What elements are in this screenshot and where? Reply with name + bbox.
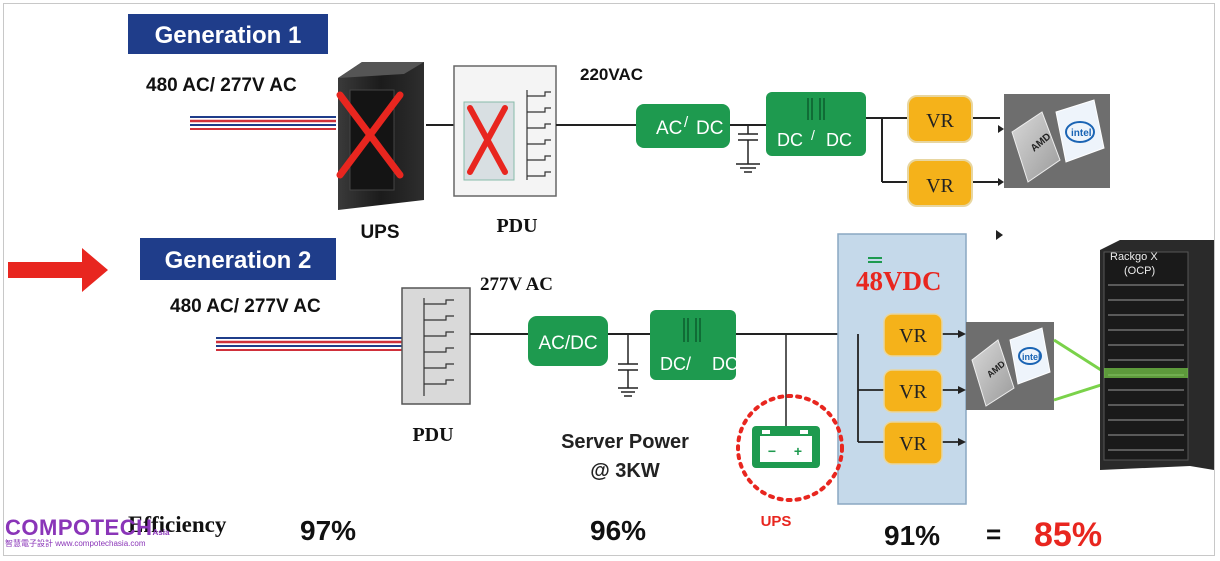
efficiency-total: 85% xyxy=(1034,516,1102,554)
gen1-vr-bottom xyxy=(907,159,973,207)
gen1-input-label: 480 AC/ 277V AC xyxy=(146,75,297,96)
gen2-vr-1-label: VR xyxy=(899,325,927,347)
gen2-ups-circle xyxy=(736,394,844,502)
gen1-acdc-text-b: DC xyxy=(696,118,723,139)
gen2-voltage-label: 277V AC xyxy=(480,274,553,295)
rackgo-x-rack xyxy=(1100,240,1214,470)
efficiency-label: Efficiency xyxy=(128,512,227,537)
gen2-ups-label: UPS xyxy=(761,513,792,530)
gen1-dcdc-text-a: DC xyxy=(777,130,803,150)
gen1-transformer-icon xyxy=(807,98,825,120)
gen2-title-box xyxy=(140,238,336,280)
gen2-transformer-icon xyxy=(683,318,701,342)
diagram-frame xyxy=(3,3,1215,556)
gen2-capacitor xyxy=(618,334,638,397)
gen1-vr-bottom-label: VR xyxy=(926,175,954,197)
gen1-dcdc-sep: / xyxy=(811,127,815,143)
gen2-chip-intel: intel xyxy=(1022,352,1041,362)
efficiency-equals: = xyxy=(986,519,1001,549)
logo-main-text: COMPOTECH xyxy=(5,515,153,540)
generation-2: Generation 2 480 AC/ 277V AC PDU 277V AC… xyxy=(8,233,1214,530)
gen1-vr-bus xyxy=(866,117,1000,183)
generation-1: Generation 1 480 AC/ 277V AC UPS xyxy=(128,14,1110,243)
gen1-ups-cabinet xyxy=(336,62,424,210)
gen2-vr-2 xyxy=(883,369,943,413)
battery-minus: − xyxy=(768,443,776,459)
battery-icon xyxy=(752,426,820,468)
server-power-line2: @ 3KW xyxy=(590,460,660,482)
rack-label-line1: Rackgo X xyxy=(1110,251,1158,263)
gen2-cpu-image: AMD intel xyxy=(966,322,1054,410)
gen2-dcdc-text-a: DC/ xyxy=(660,354,691,374)
gen2-input-wires xyxy=(216,337,402,351)
logo-sub-text: 智慧電子設計 www.compotechasia.com xyxy=(5,539,146,548)
gen1-pdu xyxy=(453,65,557,197)
rack-label-line2: (OCP) xyxy=(1124,265,1155,277)
gen1-dcdc-converter xyxy=(766,92,866,156)
gen1-voltage-label: 220VAC xyxy=(580,65,643,84)
gen1-dcdc-text-b: DC xyxy=(826,130,852,150)
efficiency-row: Efficiency 97% 96% 91% = 85% xyxy=(128,512,1102,554)
efficiency-value-2: 96% xyxy=(590,515,646,546)
gen1-title-box xyxy=(128,14,328,54)
gen2-title: Generation 2 xyxy=(165,247,312,274)
gen1-acdc-sep: / xyxy=(684,114,689,131)
gen1-chip-intel: intel xyxy=(1071,128,1092,139)
gen2-pdu xyxy=(401,287,471,405)
gen1-acdc-converter xyxy=(636,104,730,148)
logo-asia-text: Asia xyxy=(152,528,170,537)
red-arrow-icon xyxy=(8,248,108,292)
gen1-capacitor xyxy=(736,125,760,173)
server-power-line1: Server Power xyxy=(561,431,689,453)
gen1-ups-label: UPS xyxy=(360,222,399,243)
gen1-cpu-image: AMD intel xyxy=(1004,94,1110,188)
gen2-dcdc-text-b: DC xyxy=(712,354,738,374)
battery-plus: + xyxy=(794,443,802,459)
gen2-dc-bus-label: 48VDC xyxy=(856,266,942,296)
gen1-input-wires xyxy=(190,116,336,130)
gen2-dcdc-converter xyxy=(650,310,736,380)
gen2-acdc-converter xyxy=(528,316,608,366)
gen1-acdc-text-a: AC xyxy=(656,118,682,139)
gen2-vr-1 xyxy=(883,313,943,357)
efficiency-value-3: 91% xyxy=(884,520,940,551)
gen2-vr-2-label: VR xyxy=(899,381,927,403)
gen1-vr-top-label: VR xyxy=(926,110,954,132)
efficiency-value-1: 97% xyxy=(300,515,356,546)
gen1-vr-top xyxy=(907,95,973,143)
gen2-input-label: 480 AC/ 277V AC xyxy=(170,296,321,317)
gen2-vr-3 xyxy=(883,421,943,465)
gen1-pdu-label: PDU xyxy=(496,215,537,237)
gen2-acdc-label: AC/DC xyxy=(538,333,597,354)
gen1-title: Generation 1 xyxy=(155,22,302,49)
compotech-logo: COMPOTECHAsia 智慧電子設計 www.compotechasia.c… xyxy=(5,515,169,549)
gen2-pdu-label: PDU xyxy=(412,424,453,446)
gen2-vr-3-label: VR xyxy=(899,433,927,455)
